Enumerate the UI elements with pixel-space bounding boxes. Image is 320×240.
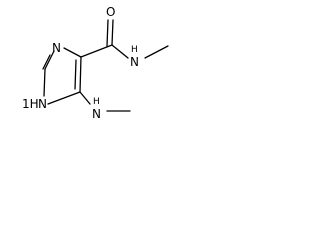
bond-c4-n3 <box>63 47 82 58</box>
bond-c2-n3-double-inner <box>42 54 51 70</box>
bond-amide-n-methyl <box>144 45 169 59</box>
ring-nitrogen-n1-label: N <box>38 97 47 111</box>
bond-carbonyl-oxygen <box>111 19 114 46</box>
molecule-structure-diagram: O N N H 1H N N H <box>22 5 169 121</box>
ring-nitrogen-n1h-prefix-label: 1H <box>22 97 39 111</box>
bond-c5-c4-double-inner <box>74 59 77 90</box>
bond-c2-n1 <box>43 68 46 97</box>
ring-nitrogen-n3-label: N <box>52 41 61 55</box>
carbonyl-oxygen-label: O <box>106 5 115 19</box>
bond-n1-c5 <box>47 91 81 105</box>
bond-c5-c4 <box>79 56 82 93</box>
bond-carbonyl-amide-n <box>111 44 129 59</box>
amide-hydrogen-label: H <box>131 45 138 55</box>
bond-carbonyl-oxygen-double <box>106 19 109 47</box>
bond-c4-carbonyl <box>80 44 113 58</box>
bond-n3-c2 <box>44 50 55 70</box>
amine-nitrogen-label: N <box>92 107 101 121</box>
amide-nitrogen-label: N <box>130 55 139 69</box>
amine-hydrogen-label: H <box>93 97 100 107</box>
bond-c5-amine-n <box>79 91 91 105</box>
